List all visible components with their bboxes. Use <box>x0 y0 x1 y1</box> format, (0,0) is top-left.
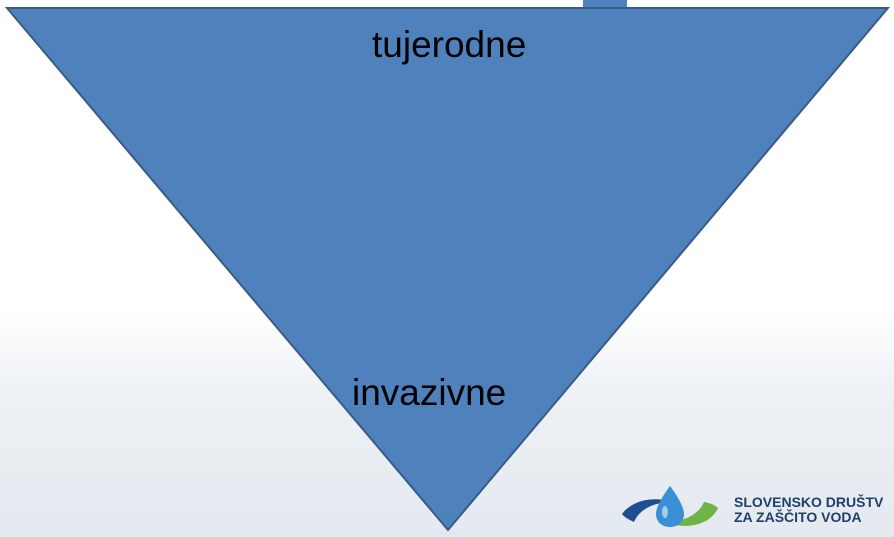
logo-text: SLOVENSKO DRUŠTV ZA ZAŠČITO VODA <box>734 495 883 525</box>
organization-logo: SLOVENSKO DRUŠTV ZA ZAŠČITO VODA <box>620 482 894 537</box>
logo-swoosh-right <box>664 502 718 526</box>
bottom-label: invazivne <box>352 372 507 413</box>
top-label: tujerodne <box>372 24 527 65</box>
logo-text-line2: ZA ZAŠČITO VODA <box>734 509 862 525</box>
logo-swoosh-left <box>622 499 672 522</box>
funnel-triangle <box>4 7 891 532</box>
slide-title-remnant <box>583 0 627 8</box>
logo-water-drop <box>656 486 684 527</box>
water-drop-logo-icon <box>622 486 718 527</box>
logo-text-line1: SLOVENSKO DRUŠTV <box>734 494 884 510</box>
